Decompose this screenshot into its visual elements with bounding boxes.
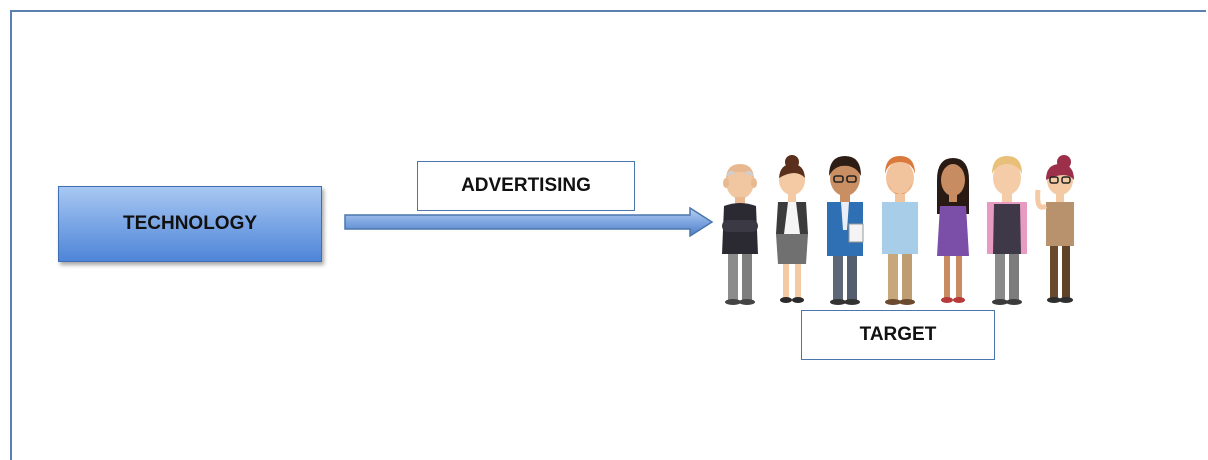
advertising-label: ADVERTISING	[461, 175, 591, 196]
advertising-box: ADVERTISING	[417, 161, 635, 211]
person-icon	[827, 156, 864, 305]
target-box: TARGET	[801, 310, 995, 360]
person-icon	[776, 155, 808, 303]
person-icon	[722, 164, 758, 305]
target-label: TARGET	[859, 324, 937, 345]
technology-box: TECHNOLOGY	[58, 186, 322, 262]
technology-label: TECHNOLOGY	[122, 213, 258, 234]
person-icon	[1035, 155, 1074, 303]
person-icon	[987, 156, 1027, 305]
person-icon	[937, 158, 969, 303]
person-icon	[882, 156, 918, 305]
people-group-icon	[722, 155, 1074, 305]
arrow-icon	[344, 206, 714, 238]
diagram-frame	[10, 10, 1206, 460]
